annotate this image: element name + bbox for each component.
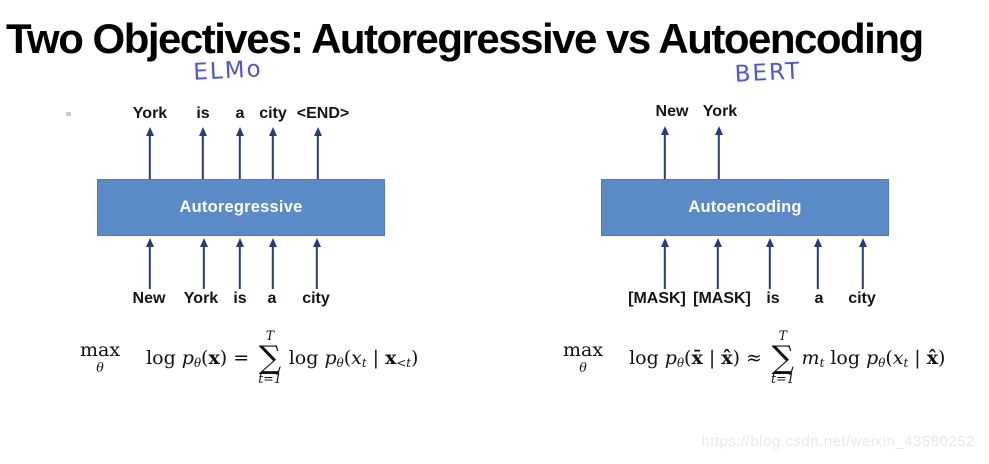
input-token: York xyxy=(183,290,219,307)
summation-symbol: T ∑ t=1 xyxy=(771,330,795,385)
input-token: New xyxy=(132,290,166,307)
sum-upper-limit: T xyxy=(778,328,787,344)
annotation-elmo: ELMo xyxy=(192,56,264,86)
input-token: city xyxy=(848,290,876,307)
formula-rhs: mt log pθ(xt | x̂) xyxy=(801,346,946,370)
output-arrow-icon xyxy=(235,127,246,179)
max-subscript: θ xyxy=(96,360,104,376)
input-token: a xyxy=(814,290,824,307)
input-arrow-icon xyxy=(765,238,776,289)
formula-rhs: log pθ(xt | x<t) xyxy=(288,346,419,370)
input-token: city xyxy=(302,290,330,307)
annotation-bert: BERT xyxy=(734,58,802,88)
input-arrow-icon xyxy=(199,238,210,289)
input-token: a xyxy=(267,290,277,307)
watermark: https://blog.csdn.net/weixin_43580252 xyxy=(701,433,975,450)
input-arrow-icon xyxy=(235,238,246,289)
stray-pen-mark xyxy=(66,112,71,116)
input-arrow-icon xyxy=(312,238,323,289)
autoencoding-box: Autoencoding xyxy=(601,179,889,236)
output-token: York xyxy=(702,103,738,120)
formula-autoencoding: max θ log pθ(x̄ | x̂) ≈ T ∑ t=1 mt log p… xyxy=(563,326,945,390)
input-arrow-icon xyxy=(660,238,671,289)
input-arrow-icon xyxy=(713,238,724,289)
output-token: is xyxy=(196,105,210,122)
output-arrow-icon xyxy=(268,127,279,179)
output-token: a xyxy=(235,105,245,122)
output-token: <END> xyxy=(296,105,350,122)
input-arrow-icon xyxy=(145,238,156,289)
max-subscript: θ xyxy=(579,360,587,376)
input-token: [MASK] xyxy=(628,290,686,307)
output-token: city xyxy=(259,105,287,122)
input-arrow-icon xyxy=(813,238,824,289)
input-token: is xyxy=(766,290,780,307)
output-arrow-icon xyxy=(660,126,671,179)
formula-lhs: log pθ(x) = xyxy=(146,346,256,370)
formula-lhs: log pθ(x̄ | x̂) ≈ xyxy=(629,346,769,370)
input-arrow-icon xyxy=(268,238,279,289)
output-arrow-icon xyxy=(145,127,156,179)
output-arrow-icon xyxy=(714,126,725,179)
output-arrow-icon xyxy=(313,127,324,179)
max-operator: max θ xyxy=(80,341,120,375)
input-token: is xyxy=(233,290,247,307)
max-label: max xyxy=(80,339,121,362)
sum-lower-limit: t=1 xyxy=(258,371,282,387)
slide-title: Two Objectives: Autoregressive vs Autoen… xyxy=(6,15,924,62)
max-operator: max θ xyxy=(563,341,603,375)
sigma-icon: ∑ xyxy=(771,339,794,376)
input-arrow-icon xyxy=(858,238,869,289)
output-token: New xyxy=(655,103,689,120)
sum-upper-limit: T xyxy=(265,328,275,344)
formula-autoregressive: max θ log pθ(x) = T ∑ t=1 log pθ(xt | x<… xyxy=(80,326,418,390)
input-token: [MASK] xyxy=(693,290,751,307)
output-token: York xyxy=(132,105,168,122)
sum-lower-limit: t=1 xyxy=(771,371,795,387)
autoencoding-box-label: Autoencoding xyxy=(688,198,802,216)
output-arrow-icon xyxy=(198,127,209,179)
summation-symbol: T ∑ t=1 xyxy=(258,330,282,385)
autoregressive-box-label: Autoregressive xyxy=(179,198,303,216)
max-label: max xyxy=(563,339,604,362)
sigma-icon: ∑ xyxy=(258,339,282,376)
autoregressive-box: Autoregressive xyxy=(97,179,385,236)
